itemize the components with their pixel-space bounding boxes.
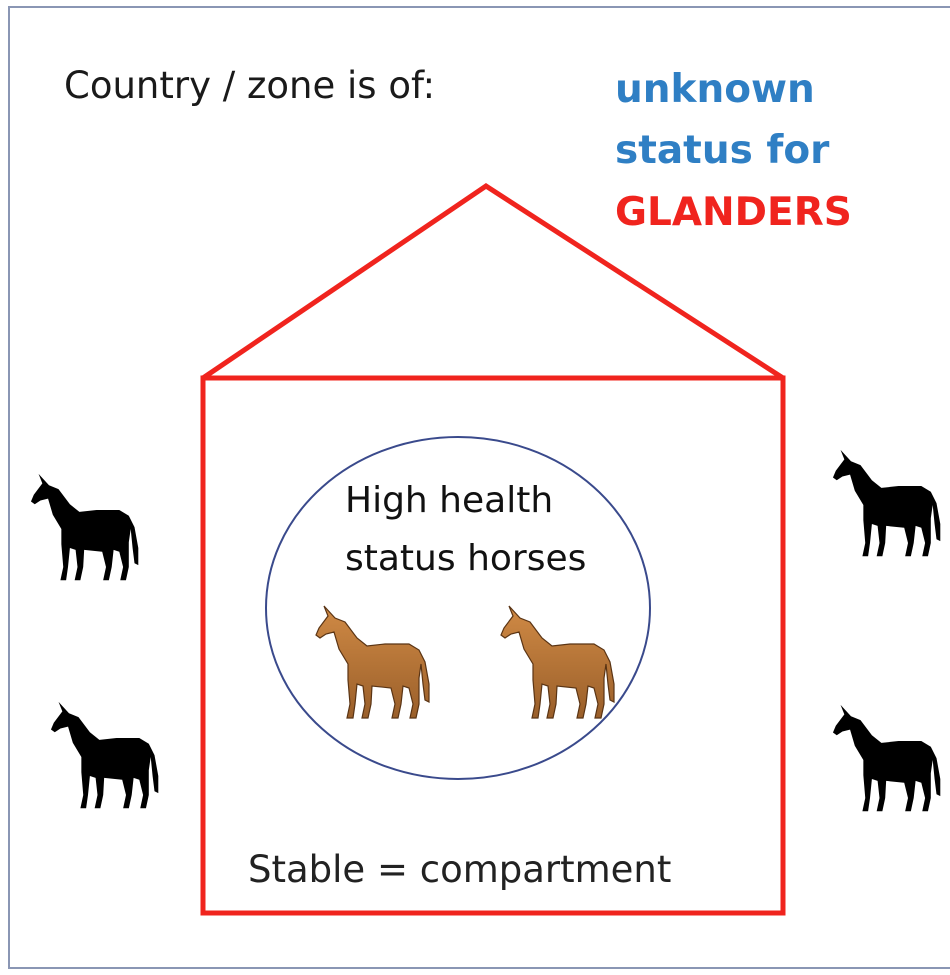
herd-label-line1: High health — [345, 480, 553, 521]
status-text-line1: unknown — [615, 67, 815, 112]
stable-compartment — [203, 378, 783, 913]
black-horse-icon — [51, 702, 158, 808]
black-horse-icon — [833, 705, 940, 811]
disease-name: GLANDERS — [615, 190, 852, 235]
brown-horse-icon — [501, 606, 614, 718]
black-horse-icon — [833, 450, 940, 556]
status-text-line2: status for — [615, 128, 829, 173]
zone-label: Country / zone is of: — [64, 64, 435, 107]
stable-label: Stable = compartment — [248, 848, 671, 891]
brown-horse-icon — [316, 606, 429, 718]
black-horse-icon — [31, 474, 138, 580]
herd-label-line2: status horses — [345, 538, 586, 579]
